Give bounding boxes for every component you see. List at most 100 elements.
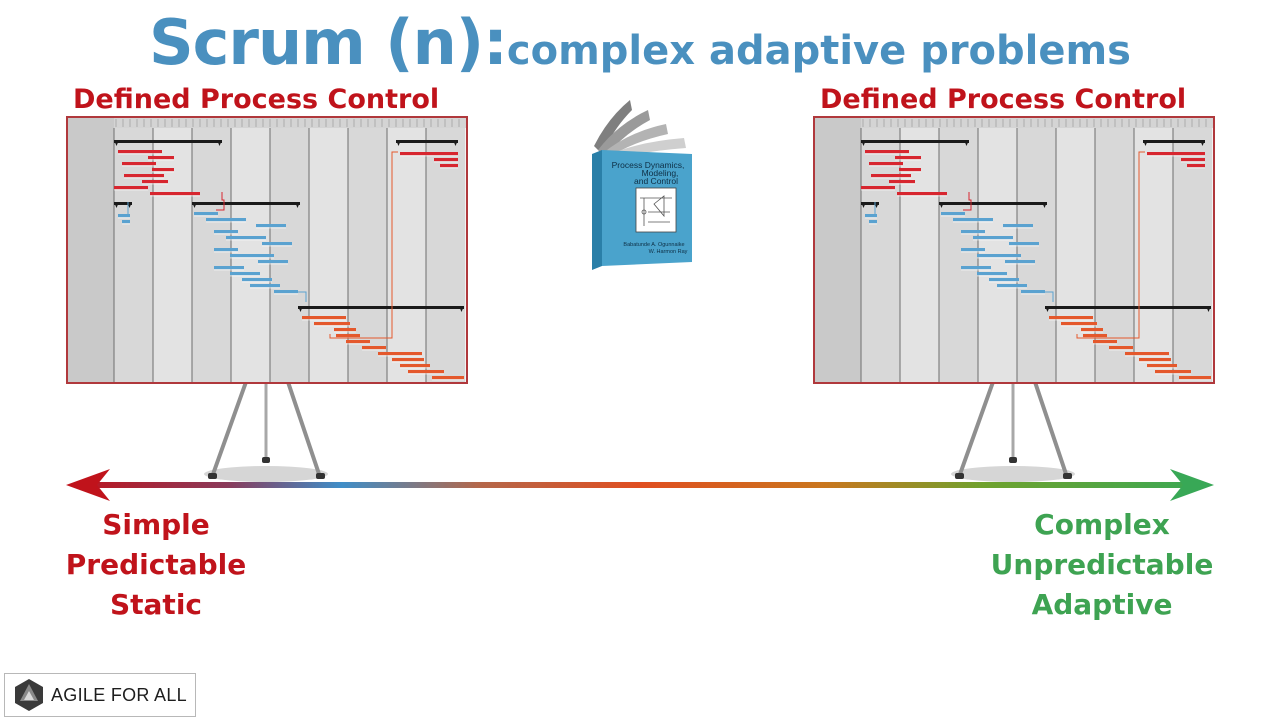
- gantt-dependency-line: [1076, 151, 1145, 339]
- gantt-task-highlight: [262, 245, 292, 247]
- gantt-summary-cap: [1200, 140, 1205, 146]
- gantt-task-highlight: [1139, 361, 1171, 363]
- gantt-task-bar: [194, 212, 218, 216]
- gantt-task-bar: [973, 236, 1013, 240]
- label-complex: Complex: [1034, 508, 1170, 541]
- gantt-task-highlight: [242, 281, 272, 283]
- gantt-task-highlight: [1181, 161, 1205, 163]
- gantt-task-highlight: [118, 153, 162, 155]
- gantt-task-bar: [889, 180, 915, 184]
- gantt-task-highlight: [1021, 293, 1045, 295]
- gantt-task-bar: [961, 266, 991, 270]
- gantt-task-bar: [1187, 164, 1205, 168]
- gantt-task-bar: [1147, 152, 1205, 156]
- spectrum-arrow: [66, 469, 1214, 501]
- gantt-task-highlight: [214, 251, 238, 253]
- gantt-task-highlight: [977, 275, 1007, 277]
- gantt-task-highlight: [1179, 379, 1211, 381]
- gantt-task-highlight: [118, 217, 130, 219]
- gantt-task-bar: [977, 254, 1021, 258]
- process-dynamics-book: Process Dynamics, Modeling, and Control …: [592, 100, 692, 270]
- gantt-task-highlight: [973, 239, 1013, 241]
- gantt-summary-bar: [114, 140, 222, 143]
- easel-foot: [316, 473, 325, 479]
- gantt-task-highlight: [1009, 245, 1039, 247]
- gantt-task-bar: [1125, 352, 1169, 356]
- slide-title: Scrum (n):complex adaptive problems: [0, 6, 1280, 79]
- gantt-task-bar: [362, 346, 386, 350]
- gantt-task-bar: [899, 168, 921, 172]
- gantt-task-highlight: [400, 367, 430, 369]
- gantt-dependency-line: [963, 192, 972, 211]
- title-sub: complex adaptive problems: [506, 28, 1131, 74]
- gantt-summary-cap: [459, 306, 464, 312]
- gantt-task-bar: [122, 220, 130, 224]
- easel-shadow: [951, 466, 1075, 482]
- gantt-task-bar: [302, 316, 346, 320]
- easel-leg: [210, 380, 248, 479]
- gantt-task-bar: [226, 236, 266, 240]
- label-unpredictable: Unpredictable: [990, 548, 1214, 581]
- gantt-task-highlight: [1005, 263, 1035, 265]
- gantt-task-bar: [1155, 370, 1191, 374]
- easel-foot: [955, 473, 964, 479]
- gantt-summary-cap: [861, 202, 866, 208]
- gantt-task-highlight: [861, 189, 895, 191]
- gantt-task-bar: [1139, 358, 1171, 362]
- gantt-column: [348, 128, 387, 382]
- gantt-task-highlight: [226, 239, 266, 241]
- title-main: Scrum (n):: [148, 6, 508, 79]
- gantt-task-highlight: [897, 195, 947, 197]
- easel-foot: [208, 473, 217, 479]
- gantt-task-bar: [432, 376, 464, 380]
- gantt-task-bar: [392, 358, 424, 362]
- gantt-task-highlight: [869, 165, 903, 167]
- gantt-column: [387, 128, 426, 382]
- gantt-task-bar: [1109, 346, 1133, 350]
- gantt-task-highlight: [899, 171, 921, 173]
- gantt-task-bar: [334, 328, 356, 332]
- gantt-task-highlight: [889, 183, 915, 185]
- gantt-label-column: [815, 118, 861, 382]
- gantt-summary-bar: [396, 140, 458, 143]
- gantt-summary-cap: [114, 140, 119, 146]
- gantt-task-bar: [214, 266, 244, 270]
- logo-text: AGILE FOR ALL: [51, 685, 187, 705]
- gantt-task-bar: [250, 284, 280, 288]
- gantt-task-highlight: [997, 287, 1027, 289]
- gantt-summary-cap: [192, 202, 197, 208]
- book-figure: [635, 187, 677, 233]
- gantt-task-bar: [314, 322, 350, 326]
- gantt-dependency-line: [329, 151, 398, 339]
- label-simple: Simple: [102, 508, 210, 541]
- gantt-task-highlight: [194, 215, 218, 217]
- gantt-task-highlight: [1081, 331, 1103, 333]
- gantt-column: [1017, 128, 1056, 382]
- gantt-task-bar: [1005, 260, 1035, 264]
- gantt-column: [192, 128, 231, 382]
- gantt-task-bar: [378, 352, 422, 356]
- gantt-task-highlight: [1155, 373, 1191, 375]
- gantt-summary-bar: [1143, 140, 1205, 143]
- gantt-task-bar: [1147, 364, 1177, 368]
- gantt-task-highlight: [152, 171, 174, 173]
- gantt-task-bar: [861, 186, 895, 190]
- gantt-task-bar: [150, 192, 200, 196]
- gantt-task-bar: [124, 174, 164, 178]
- gantt-summary-bar: [114, 202, 132, 205]
- easel-shadow: [204, 466, 328, 482]
- gantt-task-bar: [1093, 340, 1117, 344]
- gantt-task-bar: [148, 156, 174, 160]
- gantt-header: [861, 118, 1213, 128]
- gantt-task-bar: [1021, 290, 1045, 294]
- gantt-task-highlight: [392, 361, 424, 363]
- gantt-task-bar: [256, 224, 286, 228]
- gantt-label-column: [68, 118, 114, 382]
- gantt-task-bar: [1009, 242, 1039, 246]
- gantt-task-bar: [214, 230, 238, 234]
- gantt-task-highlight: [961, 251, 985, 253]
- gantt-task-bar: [434, 158, 458, 162]
- gantt-task-highlight: [230, 257, 274, 259]
- gantt-summary-cap: [295, 202, 300, 208]
- agile-for-all-logo: AGILE FOR ALL: [4, 673, 196, 717]
